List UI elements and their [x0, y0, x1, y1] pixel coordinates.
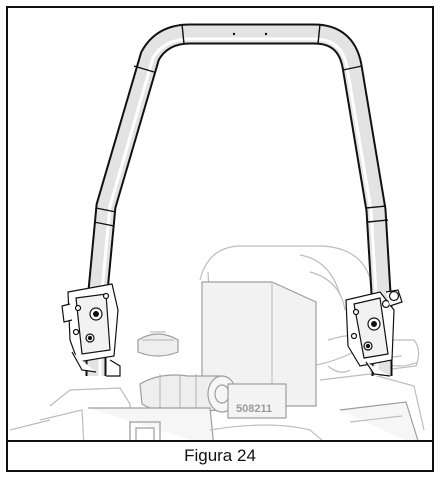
machine-body	[10, 245, 425, 447]
rollbar-illustration: 508211	[10, 23, 425, 447]
caption-bar: Figura 24	[8, 440, 432, 470]
left-hinge-bracket	[61, 283, 121, 377]
rollbar	[85, 23, 393, 376]
part-number-label: 508211	[236, 403, 272, 415]
right-hinge-bracket	[345, 289, 403, 377]
figure-frame: 508211	[6, 6, 434, 472]
figure-caption: Figura 24	[184, 446, 256, 465]
